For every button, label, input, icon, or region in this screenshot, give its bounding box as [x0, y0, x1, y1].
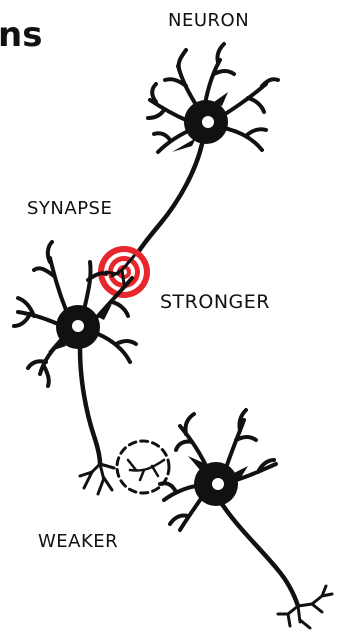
middle-neuron-axon-terminals [80, 464, 114, 494]
bottom-neuron-axon-terminals [278, 586, 332, 628]
top-neuron-nucleus [202, 116, 214, 128]
stronger-label: STRONGER [160, 291, 270, 313]
title-fragment: ns [0, 18, 42, 52]
synapse-label: SYNAPSE [27, 198, 112, 219]
middle-neuron-axon [80, 349, 100, 464]
bottom-neuron-nucleus [212, 478, 224, 490]
middle-neuron-nucleus [72, 320, 84, 332]
top-neuron-axon [132, 144, 202, 262]
bottom-neuron [160, 410, 332, 628]
weaker-label: WEAKER [38, 531, 118, 552]
neuron-label: NEURON [168, 10, 249, 31]
bottom-neuron-axon [222, 504, 298, 606]
top-neuron [114, 44, 278, 276]
weak-synapse-terminal [128, 460, 164, 480]
